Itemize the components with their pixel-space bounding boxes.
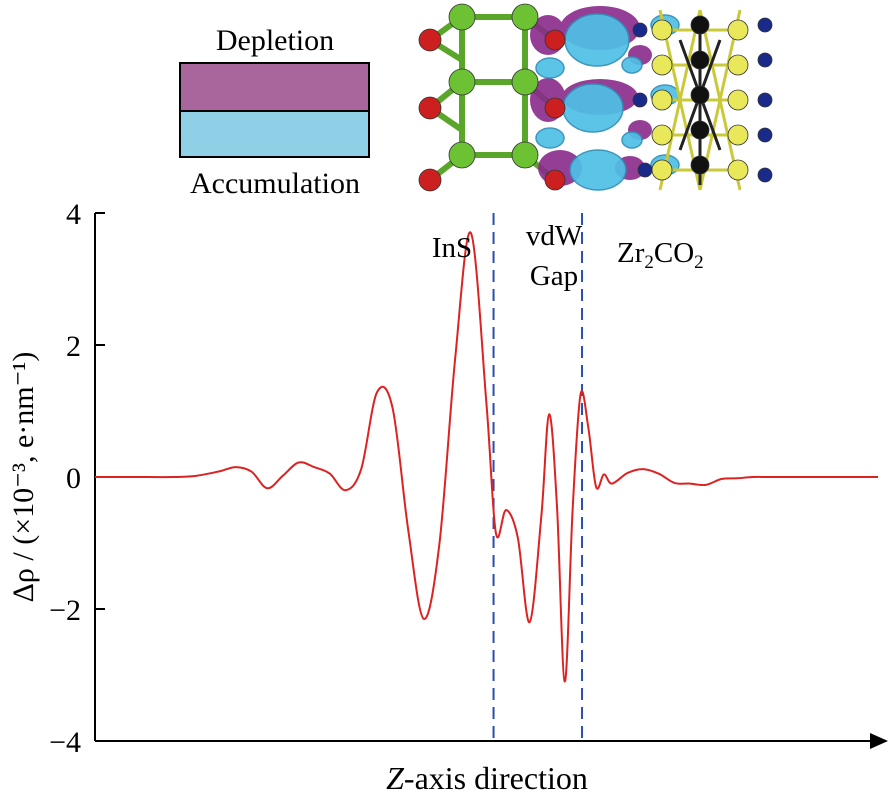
- atom-in: [448, 141, 476, 169]
- series-curve: [95, 231, 879, 683]
- atom-zr: [727, 124, 749, 146]
- atom-o: [757, 17, 773, 33]
- x-axis-label-italic: Z: [386, 760, 405, 795]
- atom-zr: [727, 19, 749, 41]
- y-axis-label: Δρ / (×10⁻³, e·nm⁻¹): [7, 352, 40, 603]
- atom-in: [511, 68, 539, 96]
- atom-zr: [651, 124, 673, 146]
- atom-zr: [727, 159, 749, 181]
- atom-o: [757, 52, 773, 68]
- atom-in: [511, 141, 539, 169]
- atom-c: [690, 50, 710, 70]
- atom-c: [690, 15, 710, 35]
- legend: Depletion Accumulation: [179, 24, 370, 200]
- atom-o: [632, 22, 648, 38]
- structure-inset: [418, 3, 773, 192]
- atom-zr: [651, 89, 673, 111]
- atom-zr: [727, 54, 749, 76]
- atom-in: [511, 3, 539, 31]
- legend-depletion-label: Depletion: [216, 24, 334, 57]
- atom-in: [448, 68, 476, 96]
- y-tick-label: −4: [49, 726, 81, 759]
- y-tick-label: −2: [49, 594, 81, 627]
- atom-s: [544, 97, 566, 119]
- atom-s: [418, 28, 442, 52]
- atom-zr: [651, 159, 673, 181]
- y-tick-label: 4: [66, 198, 81, 231]
- atom-s: [418, 96, 442, 120]
- legend-accumulation-swatch: [179, 110, 370, 158]
- axes: −4 −2 0 2 4: [49, 198, 888, 759]
- atom-s: [418, 168, 442, 192]
- atom-zr: [651, 19, 673, 41]
- region-label-gap: Gap: [530, 260, 578, 292]
- region-labels: InS vdW Gap Zr2CO2: [432, 220, 704, 292]
- y-tick-label: 2: [66, 330, 81, 363]
- x-axis-label-rest: -axis direction: [404, 760, 588, 795]
- atom-o: [757, 92, 773, 108]
- x-axis-label: Z-axis direction: [386, 760, 588, 795]
- region-label-vdw: vdW: [526, 220, 583, 252]
- atom-zr: [727, 89, 749, 111]
- atom-c: [690, 155, 710, 175]
- atom-o: [757, 127, 773, 143]
- atom-zr: [651, 54, 673, 76]
- atom-c: [690, 85, 710, 105]
- region-label-ins: InS: [432, 232, 472, 264]
- atom-s: [544, 29, 566, 51]
- y-tick-label: 0: [66, 462, 81, 495]
- dividers: [492, 213, 584, 741]
- atom-in: [448, 3, 476, 31]
- atom-s: [544, 169, 566, 191]
- atom-o: [637, 162, 653, 178]
- legend-accumulation-label: Accumulation: [190, 167, 360, 200]
- legend-depletion-swatch: [179, 62, 370, 112]
- atoms: [418, 3, 773, 192]
- region-label-zr2co2: Zr2CO2: [617, 237, 704, 273]
- atom-o: [632, 92, 648, 108]
- x-axis-arrowhead: [870, 733, 888, 749]
- atom-o: [757, 167, 773, 183]
- atom-c: [690, 120, 710, 140]
- y-tick-labels: −4 −2 0 2 4: [49, 198, 81, 759]
